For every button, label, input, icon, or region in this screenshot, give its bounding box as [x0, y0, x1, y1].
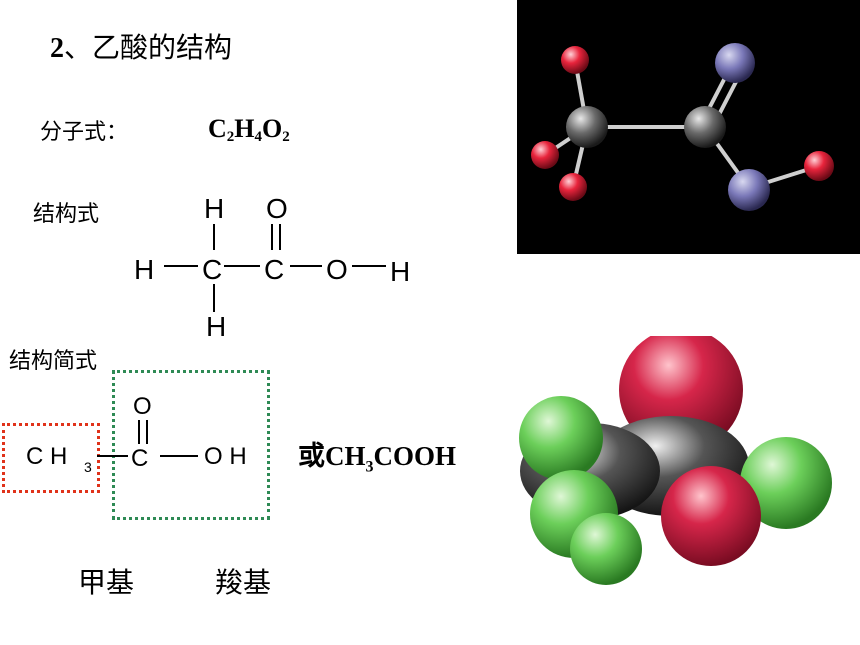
atom-h-top: H [204, 193, 224, 224]
atom-c1: C [202, 254, 222, 285]
cond-c: C [131, 445, 148, 472]
alt-prefix: 或CH [298, 441, 366, 471]
formula-h: H [234, 114, 255, 143]
atom-c2: C [264, 254, 284, 285]
atom-h-right: H [390, 256, 410, 287]
formula-c: C [208, 114, 227, 143]
cond-ch: C H [26, 443, 67, 470]
atom-o-top: O [266, 193, 288, 224]
ball-and-stick-image [531, 43, 834, 211]
atom-h-bottom: H [206, 311, 226, 342]
alt-suffix: COOH [373, 441, 457, 471]
methyl-group-box [2, 423, 100, 493]
cond-oh: O H [204, 443, 247, 470]
title-text: 、乙酸的结构 [64, 31, 233, 64]
atom-h-left: H [134, 254, 154, 285]
slide-title: 2、乙酸的结构 [50, 26, 232, 66]
structural-formula-diagram: H O H C C O H H [134, 193, 410, 342]
carboxyl-group-box [112, 370, 270, 520]
structural-formula-label: 结构式 [33, 202, 100, 227]
molecular-formula-label: 分子式： [40, 120, 129, 145]
cond-sub3: 3 [84, 459, 92, 475]
methyl-group-label: 甲基 [78, 566, 135, 599]
alternate-condensed-formula: 或CH3COOH [298, 434, 456, 476]
ball-and-stick-model [517, 0, 860, 254]
formula-o-count: 2 [282, 129, 290, 145]
carboxyl-group-label: 羧基 [215, 566, 272, 599]
formula-o: O [262, 114, 283, 143]
title-number: 2 [50, 33, 64, 64]
formula-c-count: 2 [226, 129, 235, 145]
condensed-formula-label: 结构简式 [9, 349, 98, 374]
formula-h-count: 4 [254, 129, 263, 145]
space-filling-image [519, 328, 832, 585]
molecular-formula: C2H4O2 [208, 114, 290, 146]
atom-o-right: O [326, 254, 348, 285]
space-filling-model [486, 328, 860, 586]
cond-o-top: O [133, 393, 152, 420]
condensed-formula-diagram: C H 3 C O O H [26, 393, 247, 475]
alt-sub: 3 [365, 458, 374, 476]
